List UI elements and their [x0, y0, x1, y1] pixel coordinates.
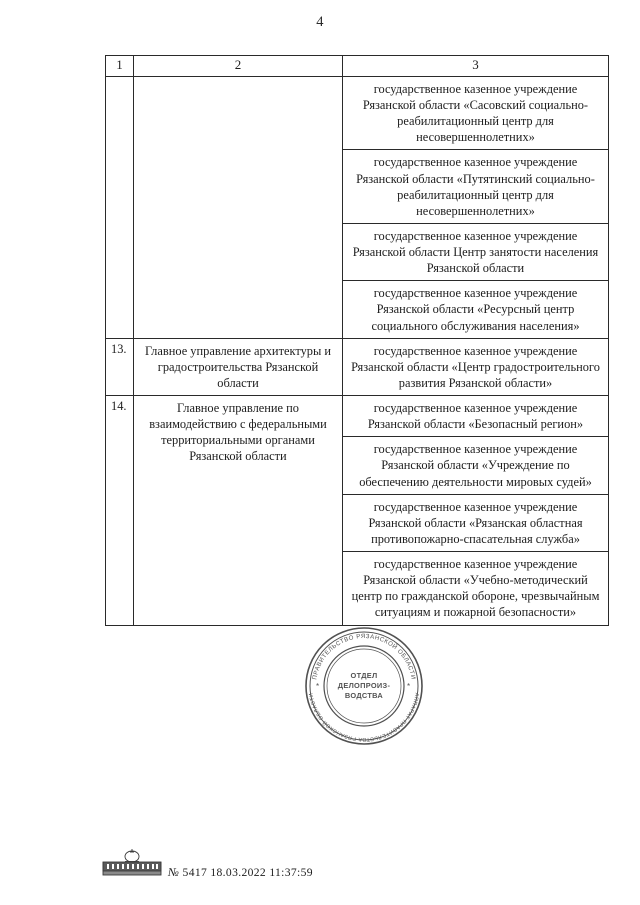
stamp-line-2: ДЕЛОПРОИЗ-	[337, 681, 391, 690]
registration-number: 5417	[182, 866, 208, 879]
table-header-row: 1 2 3	[105, 55, 609, 77]
stamp-line-3: ВОДСТВА	[344, 690, 384, 700]
institution-cell: государственное казенное учреждение Ряза…	[342, 551, 609, 626]
row-number-cell	[105, 75, 134, 150]
row-number-cell: 14.	[105, 395, 134, 626]
page-number: 4	[316, 14, 324, 30]
row-organization-cell	[133, 75, 343, 150]
institution-cell: государственное казенное учреждение Ряза…	[342, 337, 609, 397]
institution-cell: государственное казенное учреждение Ряза…	[342, 75, 609, 151]
table-row: государственное казенное учреждение Ряза…	[105, 75, 609, 151]
svg-text:*: *	[316, 682, 319, 691]
registration-date: 18.03.2022	[210, 866, 267, 879]
institutions-table: 1 2 3 государственное казенное учреждени…	[105, 55, 609, 626]
row-organization-cell: Главное управление по взаимодействию с ф…	[133, 395, 343, 626]
government-building-emblem-icon	[99, 848, 165, 878]
row-number-cell-empty	[105, 223, 134, 281]
institution-cell: государственное казенное учреждение Ряза…	[342, 493, 609, 553]
table-row: государственное казенное учреждение Ряза…	[105, 149, 609, 224]
table-row: 13. Главное управление архитектуры и гра…	[105, 337, 609, 397]
registration-line: № 5417 18.03.2022 11:37:59	[168, 866, 313, 879]
row-number-cell: 13.	[105, 337, 134, 397]
institution-cell: государственное казенное учреждение Ряза…	[342, 436, 609, 495]
institution-cell: государственное казенное учреждение Ряза…	[342, 280, 609, 339]
column-header-1: 1	[105, 55, 134, 77]
row-organization-cell-empty	[133, 280, 343, 339]
table-row: государственное казенное учреждение Ряза…	[106, 436, 609, 495]
row-organization-cell-empty	[133, 223, 343, 281]
registration-time: 11:37:59	[269, 866, 313, 879]
row-organization-cell: Главное управление архитектуры и градост…	[133, 337, 343, 397]
table-row: государственное казенное учреждение Ряза…	[106, 493, 609, 553]
table-row: государственное казенное учреждение Ряза…	[106, 551, 609, 626]
institution-cell: государственное казенное учреждение Ряза…	[342, 222, 609, 282]
column-header-3: 3	[342, 55, 609, 77]
svg-text:ПРАВИТЕЛЬСТВО РЯЗАНСКОЙ ОБЛАСТ: ПРАВИТЕЛЬСТВО РЯЗАНСКОЙ ОБЛАСТИ	[311, 633, 416, 680]
table-row: 14. Главное управление по взаимодействию…	[105, 395, 609, 626]
svg-text:*: *	[407, 682, 410, 691]
svg-text:АППАРАТ ПРАВИТЕЛЬСТВА РЯЗАНСКО: АППАРАТ ПРАВИТЕЛЬСТВА РЯЗАНСКОЙ ОБЛАСТИ	[308, 692, 419, 742]
stamp-icon: ПРАВИТЕЛЬСТВО РЯЗАНСКОЙ ОБЛАСТИ АППАРАТ …	[305, 627, 423, 745]
registration-symbol: №	[168, 866, 180, 879]
table-row: государственное казенное учреждение Ряза…	[105, 280, 609, 339]
stamp-center-text: ОТДЕЛ ДЕЛОПРОИЗ- ВОДСТВА	[303, 625, 425, 747]
row-organization-cell-empty	[133, 149, 343, 224]
official-stamp: ПРАВИТЕЛЬСТВО РЯЗАНСКОЙ ОБЛАСТИ АППАРАТ …	[303, 625, 425, 747]
column-header-2: 2	[133, 55, 343, 77]
row-number-cell-empty	[105, 149, 134, 224]
table-row: государственное казенное учреждение Ряза…	[105, 222, 609, 282]
institution-cell: государственное казенное учреждение Ряза…	[342, 395, 609, 438]
row-number-cell-empty	[105, 280, 134, 339]
institution-cell: государственное казенное учреждение Ряза…	[342, 149, 609, 224]
stamp-line-1: ОТДЕЛ	[350, 671, 378, 681]
